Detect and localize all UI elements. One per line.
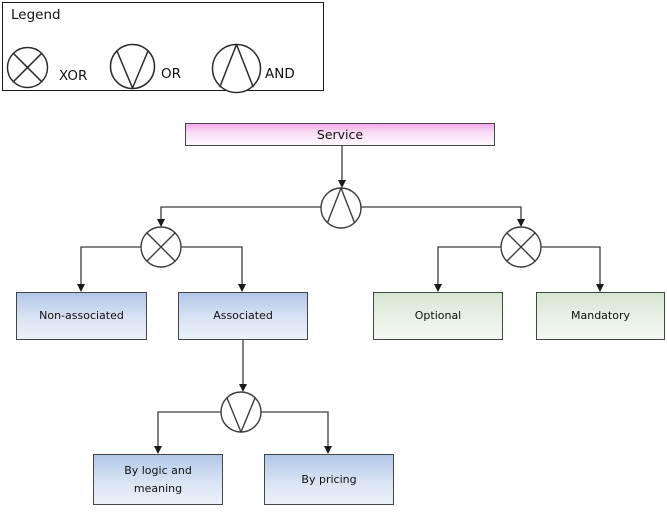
node-non-associated: Non-associated bbox=[16, 292, 147, 340]
edge-and-to-xor-right bbox=[361, 206, 525, 227]
edge-xor-right-to-optional bbox=[434, 246, 501, 292]
node-by-pricing: By pricing bbox=[264, 454, 394, 505]
node-optional: Optional bbox=[373, 292, 503, 340]
xor-gate-left-icon bbox=[140, 226, 182, 268]
edge-or-to-by-pricing bbox=[261, 411, 332, 454]
edge-and-to-xor-left bbox=[157, 206, 321, 227]
edge-service-to-and bbox=[338, 146, 346, 188]
and-gate-icon bbox=[320, 187, 362, 229]
node-by-logic-and-meaning: By logic and meaning bbox=[93, 454, 223, 505]
or-gate-icon bbox=[220, 391, 262, 433]
xor-gate-right-icon bbox=[500, 226, 542, 268]
node-service: Service bbox=[185, 123, 495, 146]
edge-xor-right-to-mandatory bbox=[541, 246, 604, 292]
and-gate-legend-icon bbox=[211, 43, 262, 94]
edge-associated-to-or bbox=[239, 340, 247, 392]
edge-or-to-by-logic bbox=[154, 411, 221, 454]
or-gate-legend-icon bbox=[109, 43, 156, 90]
edge-xor-left-to-non-associated bbox=[77, 246, 141, 292]
legend-title: Legend bbox=[11, 7, 61, 23]
node-mandatory: Mandatory bbox=[536, 292, 665, 340]
node-associated: Associated bbox=[178, 292, 308, 340]
edge-xor-left-to-associated bbox=[181, 246, 246, 292]
xor-gate-legend-icon bbox=[6, 46, 49, 89]
legend-label-xor: XOR bbox=[59, 68, 88, 84]
legend-label-and: AND bbox=[265, 66, 295, 82]
legend-box: Legend XOR OR AND bbox=[2, 2, 324, 94]
legend-label-or: OR bbox=[161, 66, 182, 82]
